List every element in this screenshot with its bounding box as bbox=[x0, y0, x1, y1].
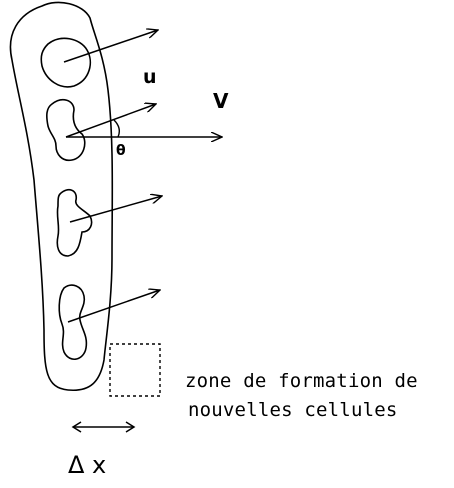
new-cell-zone-box bbox=[109, 343, 161, 397]
cell-velocity-arrow-3 bbox=[69, 196, 162, 223]
caption-line-2: nouvelles cellules bbox=[188, 399, 398, 421]
cell-3 bbox=[56, 188, 93, 257]
velocity-u-label: u bbox=[143, 66, 157, 88]
cell-4 bbox=[58, 284, 88, 360]
caption-line-1: zone de formation de bbox=[185, 370, 418, 392]
cell-2 bbox=[46, 98, 86, 162]
cell-1 bbox=[40, 37, 91, 88]
delta-x-label: Δ x bbox=[68, 451, 107, 479]
outer-envelope bbox=[9, 1, 114, 391]
delta-x-left-head bbox=[71, 421, 82, 433]
velocity-u-arrow bbox=[65, 104, 156, 138]
angle-theta-label: θ bbox=[116, 143, 126, 159]
cell-velocity-arrow-4 bbox=[67, 290, 160, 323]
velocity-v-label: V bbox=[213, 89, 229, 113]
delta-x-right-head bbox=[125, 421, 136, 433]
cell-velocity-arrow-1 bbox=[63, 30, 158, 63]
theta-angle-arc bbox=[113, 119, 121, 138]
